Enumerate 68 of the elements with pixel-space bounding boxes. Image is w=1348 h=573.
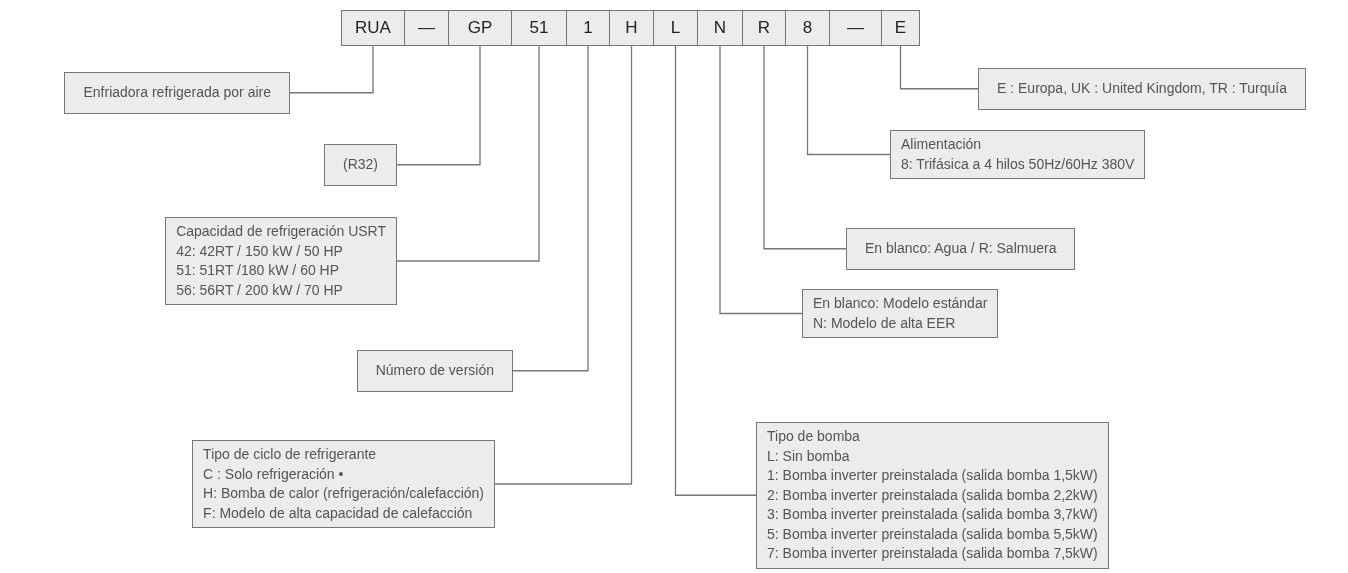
- code-cell: [829, 10, 882, 46]
- box-heading: Tipo de ciclo de refrigerante: [203, 445, 378, 464]
- code-cell: [742, 10, 786, 46]
- box-heading: Capacidad de refrigeración USRT: [176, 222, 386, 241]
- description-text: Número de versión: [375, 361, 494, 380]
- description-box: [756, 422, 1109, 569]
- leader-line: [512, 45, 589, 372]
- box-heading: Alimentación: [901, 135, 983, 154]
- code-cell: [341, 10, 405, 46]
- code-letter: —: [847, 18, 864, 38]
- code-cell: [881, 10, 920, 46]
- code-cell: [511, 10, 567, 46]
- description-text: 2: Bomba inverter preinstalada (salida bomba 2,2kW): [767, 485, 1098, 505]
- code-cell: [785, 10, 830, 46]
- description-text: N: Modelo de alta EER: [813, 313, 957, 333]
- code-cell: [697, 10, 743, 46]
- leader-line: [289, 45, 374, 94]
- description-text: 1: Bomba inverter preinstalada (salida bomba 1,5kW): [767, 466, 1098, 485]
- code-cell: [566, 10, 610, 46]
- description-box: [890, 130, 1146, 179]
- description-box: [356, 350, 513, 392]
- code-cell: [448, 10, 512, 46]
- code-cell: [653, 10, 698, 46]
- description-text: H: Bomba de calor (refrigeración/calefacción): [203, 484, 484, 503]
- code-letter: 51: [529, 18, 549, 38]
- leader-line: [899, 45, 979, 90]
- description-text: C : Solo refrigeración •: [203, 464, 345, 484]
- leader-line: [806, 45, 891, 156]
- description-text: 7: Bomba inverter preinstalada (salida bomba 7,5kW): [767, 544, 1098, 563]
- description-box: [324, 144, 397, 186]
- description-text: En blanco: Agua / R: Salmuera: [865, 239, 1057, 258]
- code-letter: L: [670, 18, 681, 38]
- description-box: [802, 289, 999, 338]
- code-letter: RUA: [355, 18, 391, 38]
- description-text: 8: Trifásica a 4 hilos 50Hz/60Hz 380V: [901, 154, 1135, 174]
- description-text: 5: Bomba inverter preinstalada (salida bomba 5,5kW): [767, 524, 1098, 544]
- code-letter: N: [713, 18, 727, 38]
- leader-line: [674, 45, 757, 496]
- description-box: [846, 228, 1076, 270]
- description-text: L: Sin bomba: [767, 446, 851, 466]
- description-text: 56: 56RT / 200 kW / 70 HP: [176, 280, 344, 300]
- code-letter: —: [418, 18, 435, 38]
- code-letter: 1: [583, 18, 593, 38]
- description-box: [165, 217, 397, 305]
- code-letter: E: [894, 18, 907, 38]
- description-box: [978, 68, 1306, 110]
- code-cell: [404, 10, 449, 46]
- leader-line: [396, 45, 481, 166]
- box-heading: En blanco: Modelo estándar: [813, 294, 988, 313]
- code-letter: H: [625, 18, 638, 38]
- description-text: F: Modelo de alta capacidad de calefacción: [203, 503, 474, 523]
- leader-line: [763, 45, 847, 250]
- description-box: [192, 440, 495, 528]
- description-text: 51: 51RT /180 kW / 60 HP: [176, 261, 341, 280]
- code-letter: GP: [467, 18, 493, 38]
- description-text: (R32): [343, 155, 378, 174]
- description-text: 3: Bomba inverter preinstalada (salida bomba 3,7kW): [767, 505, 1098, 524]
- description-text: 42: 42RT / 150 kW / 50 HP: [176, 241, 344, 261]
- description-text: Enfriadora refrigerada por aire: [83, 83, 271, 102]
- leader-line: [719, 45, 803, 315]
- leader-line: [396, 45, 540, 262]
- box-heading: Tipo de bomba: [767, 427, 861, 446]
- code-letter: R: [757, 18, 771, 38]
- code-cell: [609, 10, 654, 46]
- leader-line: [494, 45, 633, 485]
- description-box: [64, 72, 290, 114]
- code-letter: 8: [802, 18, 813, 38]
- description-text: E : Europa, UK : United Kingdom, TR : Turquía: [997, 79, 1287, 98]
